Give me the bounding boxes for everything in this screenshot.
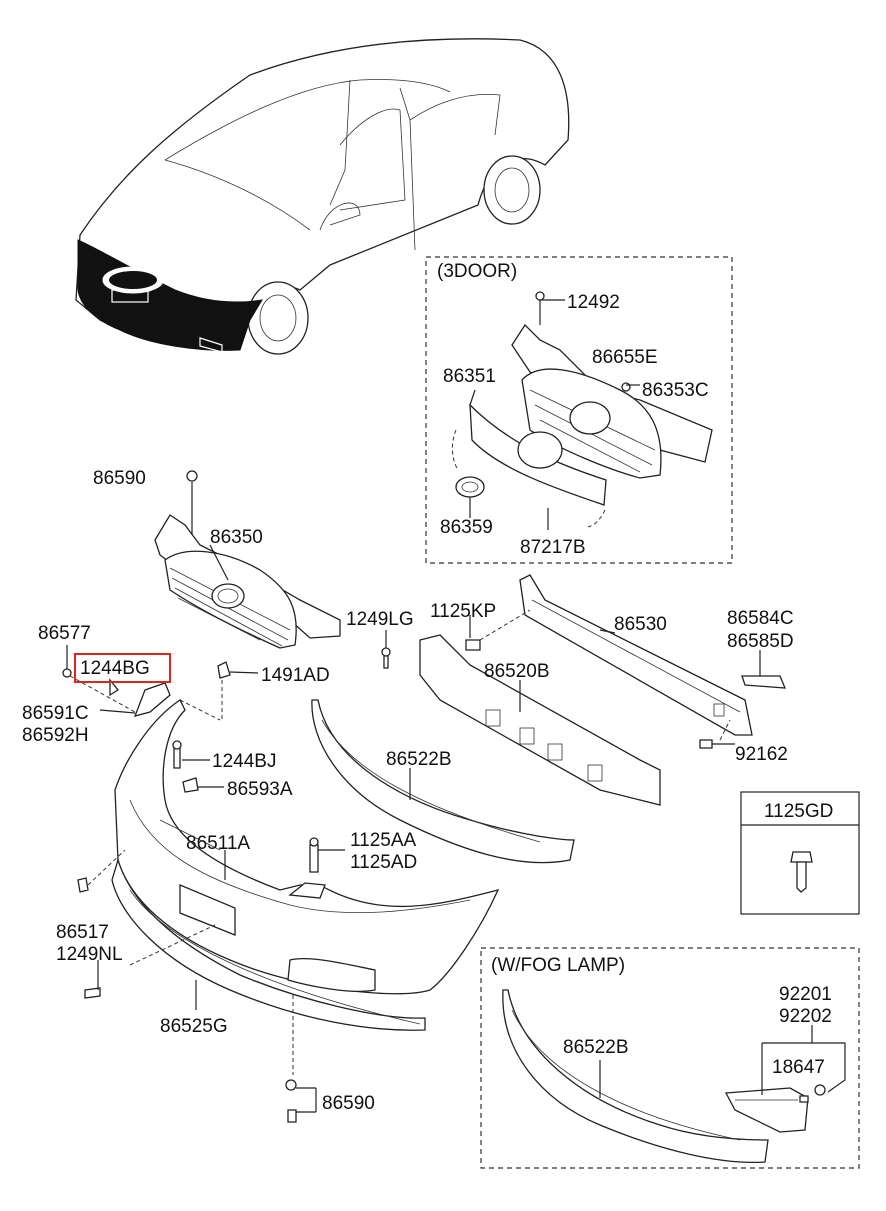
fog-molding [502, 989, 846, 1164]
label-86350: 86350 [210, 527, 263, 548]
label-12492: 12492 [567, 292, 620, 313]
grille-3door [451, 291, 713, 530]
car-illustration [75, 38, 570, 355]
three-door-title: (3DOOR) [437, 261, 517, 282]
label-86522B: 86522B [386, 749, 452, 770]
three-door-box [425, 256, 733, 564]
label-1244BJ: 1244BJ [212, 751, 276, 772]
label-86525G: 86525G [160, 1016, 228, 1037]
label-92162: 92162 [735, 744, 788, 765]
label-1491AD: 1491AD [261, 665, 330, 686]
label-86530: 86530 [614, 614, 667, 635]
label-86351: 86351 [443, 366, 496, 387]
label-86585D: 86585D [727, 631, 794, 652]
label-86655E: 86655E [592, 347, 658, 368]
label-86353C: 86353C [642, 380, 709, 401]
bumper-beam [465, 574, 787, 749]
label-1249LG: 1249LG [346, 609, 414, 630]
label-86522B-fog: 86522B [563, 1037, 629, 1058]
label-86517: 86517 [56, 922, 109, 943]
label-86584C: 86584C [727, 608, 794, 629]
fog-lamp-title: (W/FOG LAMP) [491, 955, 625, 976]
label-86520B: 86520B [484, 661, 550, 682]
label-86511A: 86511A [186, 833, 250, 854]
label-1125AD: 1125AD [350, 852, 417, 873]
label-86592H: 86592H [22, 725, 89, 746]
label-86590-bottom: 86590 [322, 1093, 375, 1114]
label-1125GD: 1125GD [764, 801, 833, 822]
fog-lamp-box [480, 947, 860, 1169]
energy-absorber [419, 634, 661, 806]
label-18647: 18647 [772, 1057, 825, 1078]
label-86591C: 86591C [22, 703, 89, 724]
box-1125GD [740, 791, 860, 915]
label-1244BG[interactable]: 1244BG [80, 658, 150, 679]
label-86590-top: 86590 [93, 468, 146, 489]
label-1125KP: 1125KP [430, 601, 496, 622]
label-86359: 86359 [440, 517, 493, 538]
lower-molding [311, 699, 575, 864]
label-1249NL: 1249NL [56, 944, 123, 965]
label-86593A: 86593A [227, 779, 293, 800]
left-brackets [62, 630, 391, 793]
label-87217B: 87217B [520, 537, 586, 558]
bottom-clips [285, 1079, 317, 1123]
grille-main [154, 470, 341, 649]
label-92201: 92201 [779, 984, 832, 1005]
bumper-cover [77, 699, 500, 999]
label-86577: 86577 [38, 623, 91, 644]
bumper-lip [111, 857, 426, 1075]
label-92202: 92202 [779, 1006, 832, 1027]
label-1125AA: 1125AA [350, 830, 417, 851]
highlight-box-1244BG[interactable] [74, 653, 171, 683]
